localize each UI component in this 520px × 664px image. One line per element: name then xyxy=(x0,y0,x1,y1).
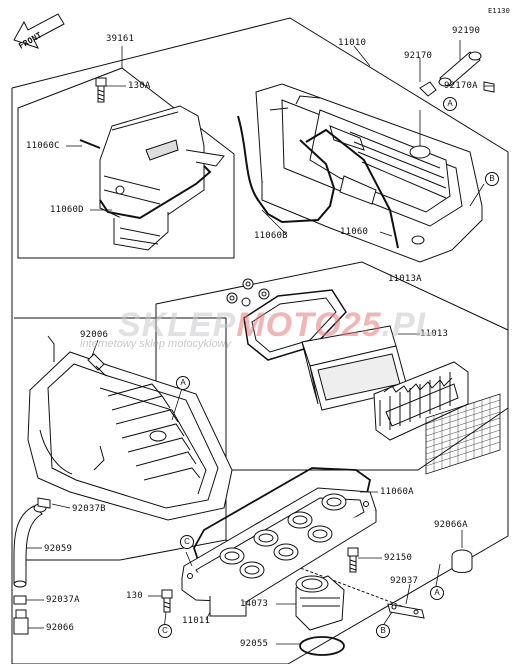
callout-a-plug: A xyxy=(430,586,444,600)
part-label-11060[interactable]: 11060 xyxy=(340,227,369,237)
part-label-11060b[interactable]: 11060B xyxy=(254,231,288,241)
mesh-screen xyxy=(425,393,501,475)
o-ring-92055 xyxy=(299,636,345,656)
callout-a-lower-housing: A xyxy=(176,376,190,390)
part-label-92037[interactable]: 92037 xyxy=(390,576,419,586)
callout-b-upper: B xyxy=(485,172,499,186)
part-label-39161[interactable]: 39161 xyxy=(106,34,135,44)
part-label-130a[interactable]: 130A xyxy=(128,81,151,91)
watermark-brand-tld: .PL xyxy=(381,306,438,344)
outer-frame xyxy=(11,17,509,664)
part-label-11010[interactable]: 11010 xyxy=(338,38,367,48)
clip-92037a xyxy=(13,595,27,605)
callout-c-plate: C xyxy=(180,535,194,549)
watermark-brand-red: MOTO xyxy=(236,306,342,344)
gasket-11060c xyxy=(79,139,101,149)
watermark-brand-num: 25 xyxy=(341,306,382,344)
hose-11060b xyxy=(237,115,336,224)
part-label-11060d[interactable]: 11060D xyxy=(50,205,84,215)
clip-92037b xyxy=(37,497,51,509)
clip-92170a xyxy=(483,81,495,93)
part-label-92006[interactable]: 92006 xyxy=(80,330,109,340)
plug-92066 xyxy=(13,609,29,635)
part-label-92170a[interactable]: 92170A xyxy=(444,81,478,91)
bolt-130 xyxy=(161,589,173,613)
part-label-92150[interactable]: 92150 xyxy=(384,553,413,563)
clip-92170 xyxy=(419,81,437,97)
bolt-130a xyxy=(95,77,107,103)
tube-92190 xyxy=(438,51,482,87)
part-label-92037b[interactable]: 92037B xyxy=(72,504,106,514)
seal-11060 xyxy=(305,128,399,249)
front-direction-arrow xyxy=(13,13,65,49)
part-label-92170[interactable]: 92170 xyxy=(404,51,433,61)
box-39161 xyxy=(17,67,235,259)
part-label-130[interactable]: 130 xyxy=(126,591,143,601)
part-label-92059[interactable]: 92059 xyxy=(44,544,73,554)
part-label-11060a[interactable]: 11060A xyxy=(380,487,414,497)
part-label-11013a[interactable]: 11013A xyxy=(388,274,422,284)
callout-a-upper: A xyxy=(443,97,457,111)
drain-hose-92059 xyxy=(13,503,47,588)
watermark-brand: SKLEPMOTO25.PL xyxy=(118,306,437,345)
part-label-11060c[interactable]: 11060C xyxy=(26,141,60,151)
part-label-92066[interactable]: 92066 xyxy=(46,623,75,633)
duct-14073 xyxy=(295,575,345,631)
plate-11011 xyxy=(181,487,377,617)
lower-housing xyxy=(27,335,233,521)
figure-code: E1130 xyxy=(488,7,511,15)
part-label-92055[interactable]: 92055 xyxy=(240,639,269,649)
bracket-92037 xyxy=(387,603,425,619)
duct-39161 xyxy=(99,105,225,251)
part-label-92066a[interactable]: 92066A xyxy=(434,520,468,530)
bolt-92150 xyxy=(347,547,359,573)
callout-b-bracket: B xyxy=(376,624,390,638)
part-label-92190[interactable]: 92190 xyxy=(452,26,481,36)
watermark-brand-grey: SKLEP xyxy=(118,306,237,344)
callout-c-bolt: C xyxy=(158,624,172,638)
part-label-11013[interactable]: 11013 xyxy=(420,329,449,339)
part-label-92037a[interactable]: 92037A xyxy=(46,595,80,605)
plug-92066a xyxy=(451,549,473,573)
part-label-11011[interactable]: 11011 xyxy=(182,616,211,626)
watermark-tagline: internetowy sklep motocyklowy xyxy=(80,338,232,350)
filter-11013a xyxy=(226,278,469,441)
part-label-14073[interactable]: 14073 xyxy=(240,599,269,609)
